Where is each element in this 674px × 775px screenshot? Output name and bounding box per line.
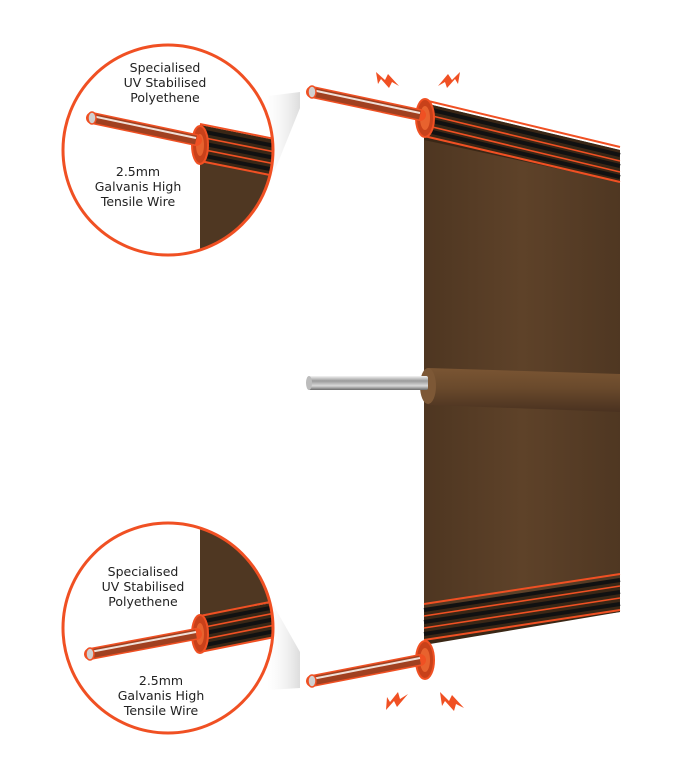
top-callout-polyethene-label: Specialised UV Stabilised Polyethene bbox=[110, 60, 220, 105]
lightning-bolt-icon bbox=[438, 72, 460, 88]
label-line: UV Stabilised bbox=[101, 579, 185, 594]
main-top-cable bbox=[306, 85, 621, 183]
lightning-bolt-icon bbox=[386, 692, 408, 710]
label-line: UV Stabilised bbox=[123, 75, 207, 90]
main-bottom-cable bbox=[306, 573, 621, 688]
fence-tape-panel bbox=[420, 103, 620, 645]
label-line: Galvanis High bbox=[117, 688, 205, 703]
label-line: 2.5mm bbox=[115, 164, 161, 179]
label-line: Polyethene bbox=[130, 90, 200, 105]
lightning-bolt-icon bbox=[440, 692, 464, 711]
label-line: Polyethene bbox=[108, 594, 178, 609]
tape-center-bead bbox=[424, 368, 620, 412]
label-line: Tensile Wire bbox=[123, 703, 199, 718]
label-line: Tensile Wire bbox=[100, 194, 176, 209]
label-line: 2.5mm bbox=[138, 673, 184, 688]
bottom-callout-polyethene-label: Specialised UV Stabilised Polyethene bbox=[88, 564, 198, 609]
lightning-bolts bbox=[376, 72, 464, 711]
lightning-bolt-icon bbox=[376, 72, 399, 88]
label-line: Galvanis High bbox=[94, 179, 182, 194]
center-steel-wire bbox=[306, 376, 428, 390]
label-line: Specialised bbox=[107, 564, 179, 579]
top-callout-wire-label: 2.5mm Galvanis High Tensile Wire bbox=[83, 164, 193, 209]
bottom-callout-wire-label: 2.5mm Galvanis High Tensile Wire bbox=[106, 673, 216, 718]
label-line: Specialised bbox=[129, 60, 201, 75]
